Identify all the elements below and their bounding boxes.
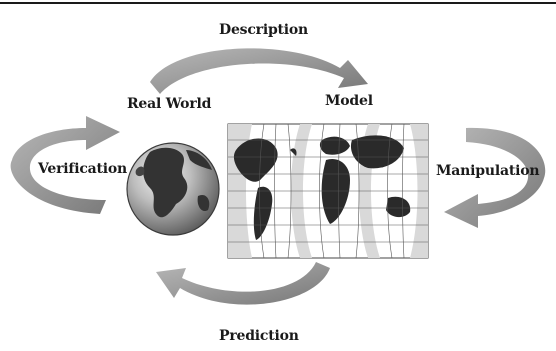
top-divider: [0, 2, 556, 4]
description-label: Description: [219, 22, 309, 38]
manipulation-label: Manipulation: [436, 163, 540, 179]
description-arrow: [150, 48, 368, 94]
globe-icon: [126, 142, 220, 236]
verification-arrow: [10, 116, 120, 214]
model-label: Model: [325, 93, 373, 109]
manipulation-arrow: [444, 127, 546, 228]
prediction-label: Prediction: [219, 328, 299, 344]
verification-label: Verification: [38, 161, 128, 177]
real-world-label: Real World: [127, 96, 212, 112]
prediction-arrow: [156, 262, 330, 305]
map-icon: [227, 123, 429, 259]
